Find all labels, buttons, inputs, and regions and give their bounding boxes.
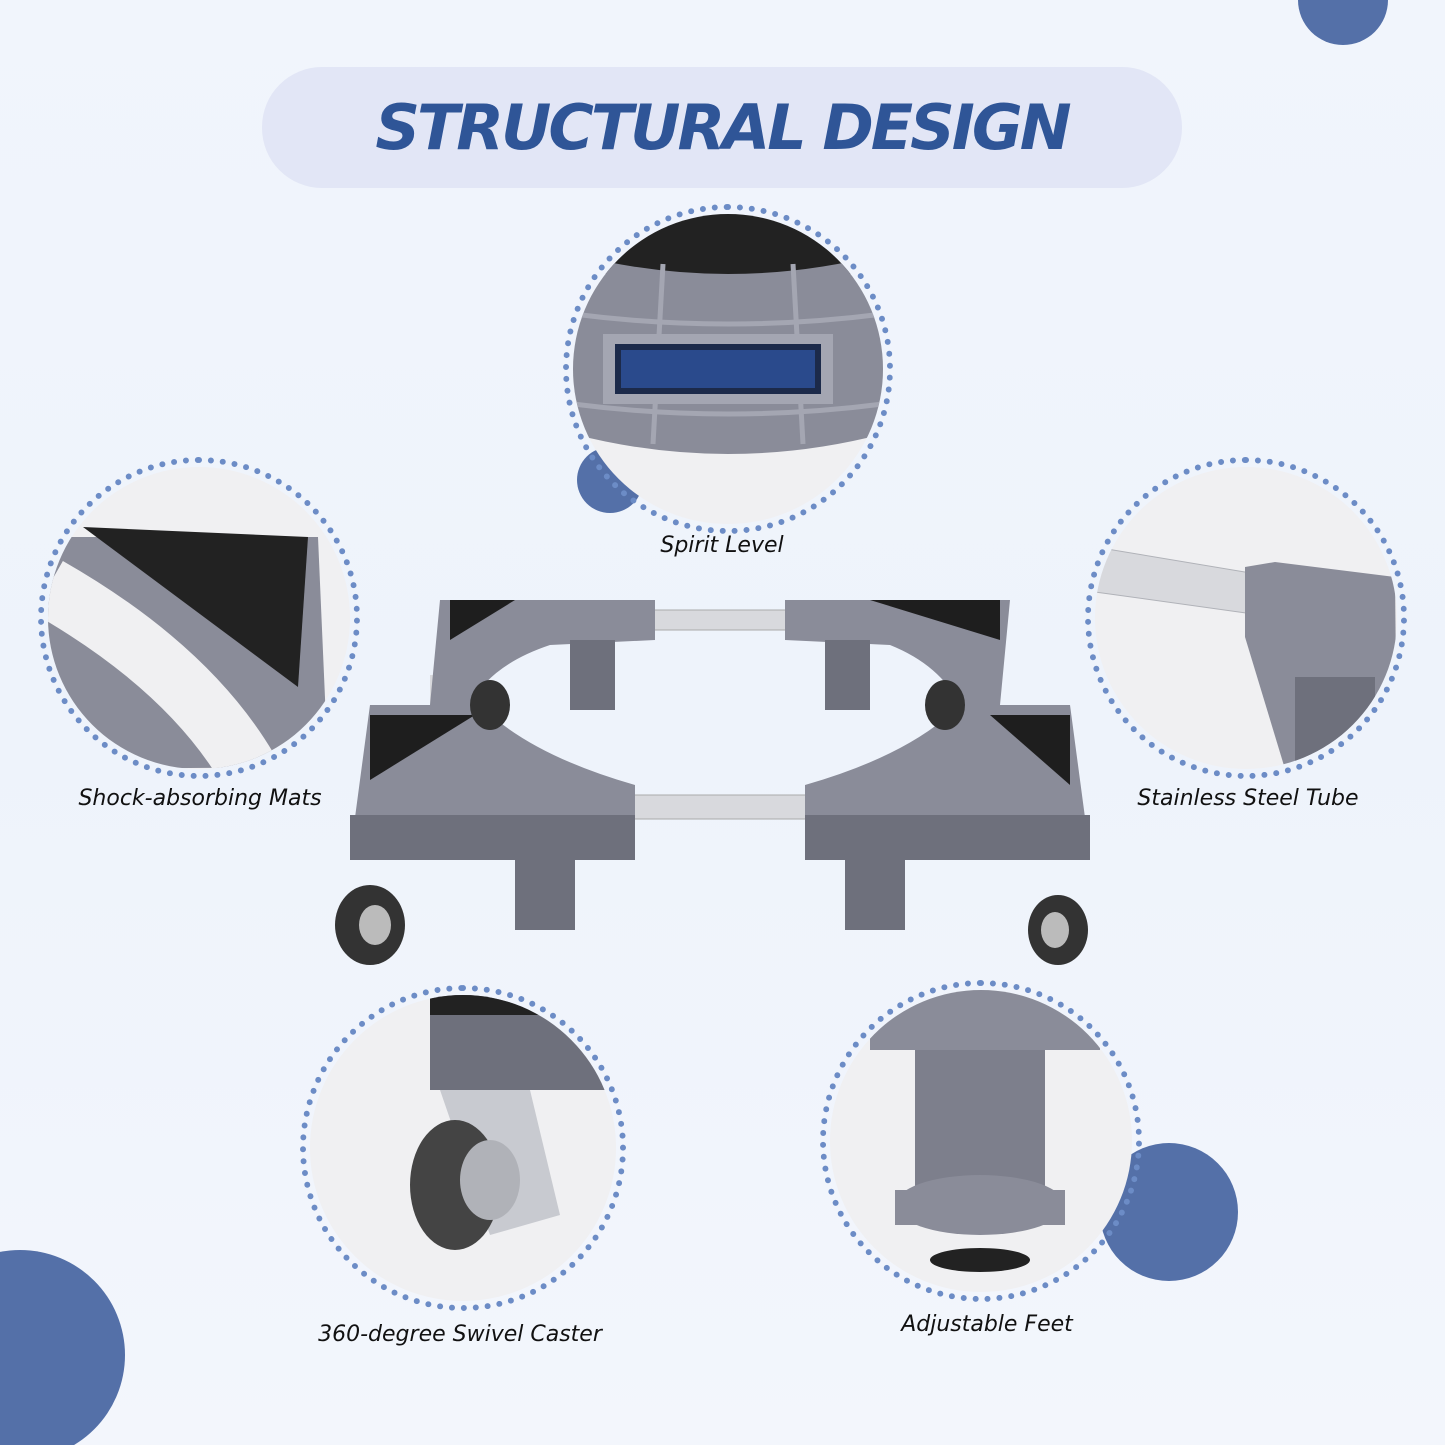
feet-photo [830,990,1132,1292]
foot-icon [870,990,1100,1272]
steel-tube-ring [1085,457,1407,779]
spirit-level-ring [563,204,893,534]
feet-label: Adjustable Feet [901,1312,1073,1337]
shock-mats-label: Shock-absorbing Mats [78,786,322,811]
title-banner: STRUCTURAL DESIGN [262,67,1182,188]
feet-ring [820,980,1142,1302]
caster-label: 360-degree Swivel Caster [318,1322,602,1347]
shock-mats-ring [38,457,360,779]
caster-wheels [335,680,1088,965]
caster-photo [310,995,616,1301]
product-stand-image [335,600,1090,965]
page-title: STRUCTURAL DESIGN [375,91,1071,164]
spirit-level-label: Spirit Level [660,533,784,558]
spirit-level-icon [573,214,883,454]
steel-tube-label: Stainless Steel Tube [1137,786,1359,811]
spirit-level-photo [573,214,883,524]
mat-icon [48,527,328,769]
shock-mats-photo [48,467,350,769]
steel-tube-photo [1095,467,1397,769]
caster-ring [300,985,626,1311]
caster-icon [410,995,616,1250]
tube-icon [1095,546,1397,769]
decor-circle-bottom-left [0,1250,125,1445]
decor-circle-top-right [1298,0,1388,45]
